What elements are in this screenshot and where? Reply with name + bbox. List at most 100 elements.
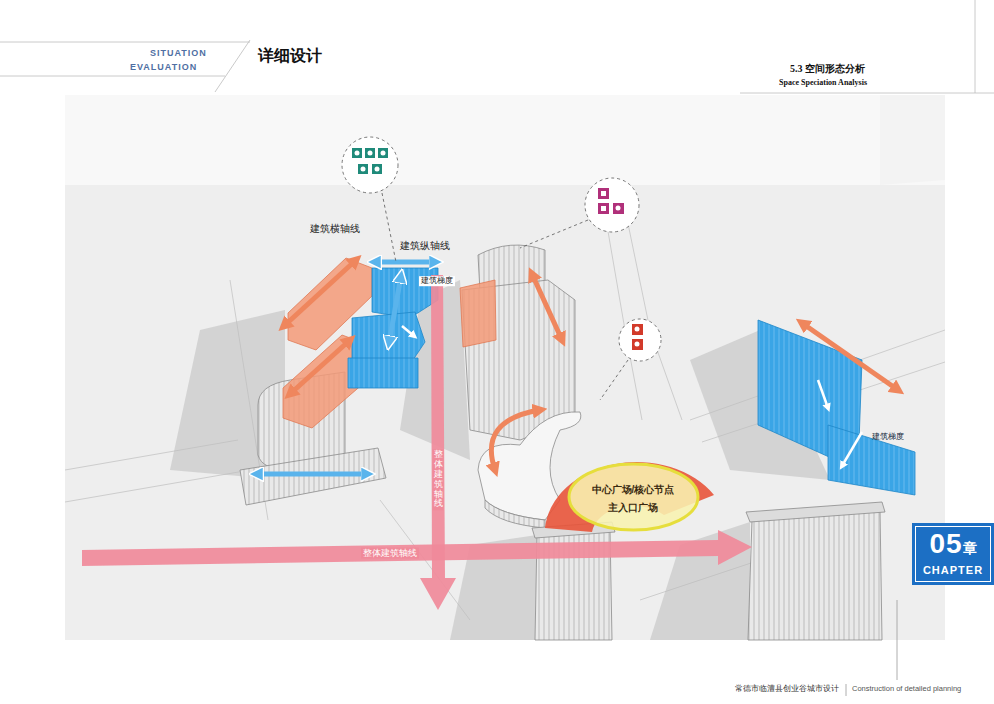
function-icon-callout <box>616 206 621 211</box>
footer-text: 常德市临澧县创业谷城市设计 <box>735 684 839 694</box>
section-heading: 5.3 空间形态分析 <box>790 63 865 75</box>
grey-building <box>240 448 386 505</box>
function-icon-callout <box>632 324 643 350</box>
function-icon-callout <box>600 360 628 400</box>
node-text: 章 <box>963 540 977 556</box>
section-tag: EVALUATION <box>130 62 197 73</box>
function-icon-callout <box>598 203 609 214</box>
function-icon-callout <box>635 342 640 347</box>
function-icon-callout <box>598 188 609 199</box>
blue-axis-arrow <box>256 472 368 477</box>
gradient-label: 建筑梯度 <box>872 432 904 442</box>
function-icon-callout <box>619 319 661 361</box>
function-icon-callout <box>601 206 606 211</box>
axis-label: 整体建筑轴线 <box>433 449 444 510</box>
gradient-arrow <box>402 326 414 336</box>
orange-axis-arrow <box>284 260 898 470</box>
node-row: 05章 <box>918 528 988 560</box>
blue-block <box>828 425 915 495</box>
function-icon-callout <box>372 164 382 174</box>
site-ground <box>880 95 945 185</box>
header-rule <box>0 76 225 77</box>
function-icon-callout <box>352 148 362 158</box>
axis-label: 建筑纵轴线 <box>400 240 450 252</box>
function-icon-callout <box>342 137 661 400</box>
gradient-arrow <box>402 326 862 466</box>
plaza-fan <box>545 462 714 532</box>
function-icon-callout <box>355 151 360 156</box>
function-icon-callout <box>358 164 368 174</box>
function-icon-callout <box>355 151 640 347</box>
node-content: 05章 CHAPTER <box>912 523 994 584</box>
axis-label: 整体建筑轴线 <box>361 548 419 559</box>
function-icon-callout <box>368 151 373 156</box>
gradient-arrow <box>842 432 862 466</box>
header-rule <box>0 42 250 43</box>
orange-axis-arrow <box>491 410 540 470</box>
footer-text: Construction of detailed planning <box>852 684 961 693</box>
pink-axis-arrow <box>82 275 752 610</box>
ellipse-outline <box>569 464 698 530</box>
function-icon-callout <box>361 167 366 172</box>
site-ground <box>65 95 945 185</box>
grey-building <box>485 500 545 528</box>
function-icon-callout <box>382 193 396 262</box>
grey-building <box>240 245 581 528</box>
node-text: CHAPTER <box>923 564 983 577</box>
function-icon-callout <box>601 191 606 196</box>
ellipse-outline <box>567 462 700 532</box>
node-content: 中心广场/核心节点主入口广场 <box>592 479 675 515</box>
axis-label: 建筑横轴线 <box>310 223 360 235</box>
tower <box>748 510 882 640</box>
section-tag: SITUATION <box>150 48 207 59</box>
node-text: 中心广场/核心节点 <box>592 484 675 496</box>
blue-axis-arrow <box>256 262 436 474</box>
orange-block <box>283 258 496 428</box>
page-title: 详细设计 <box>258 46 322 65</box>
blue-block <box>348 358 418 388</box>
chapter-badge: 05章 CHAPTER <box>912 523 994 585</box>
building-shadow <box>170 280 830 640</box>
header-rule <box>975 0 976 93</box>
header-rule <box>0 0 994 93</box>
gradient-label: 建筑梯度 <box>419 276 455 286</box>
blue-axis-arrow <box>374 260 436 265</box>
orange-axis-arrow <box>284 260 356 326</box>
plaza-ellipse: 中心广场/核心节点主入口广场 <box>567 462 700 532</box>
node-row: CHAPTER <box>918 560 988 578</box>
function-icon-callout <box>381 151 386 156</box>
function-icon-callout <box>352 148 388 174</box>
site-ground <box>65 95 945 640</box>
tower <box>746 502 885 522</box>
footer-rule <box>846 684 847 696</box>
node-text: 05 <box>929 528 962 560</box>
header-rule <box>215 40 250 92</box>
node-text: 主入口广场 <box>608 502 658 514</box>
function-icon-callout <box>520 220 588 248</box>
orange-axis-arrow <box>290 340 350 394</box>
function-icon-callout <box>585 178 639 232</box>
gradient-arrow <box>818 380 828 408</box>
node-row: 主入口广场 <box>592 497 675 515</box>
section-subheading: Space Speciation Analysis <box>779 78 867 88</box>
orange-block <box>460 280 496 347</box>
function-icon-callout <box>342 137 398 193</box>
function-icon-callout <box>632 324 643 335</box>
function-icon-callout <box>365 148 375 158</box>
function-icon-callout <box>635 327 640 332</box>
function-icon-callout <box>598 188 624 214</box>
footer-rule <box>846 600 897 696</box>
road-line <box>65 470 250 502</box>
function-icon-callout <box>378 148 388 158</box>
pink-axis-arrow <box>82 530 752 566</box>
pink-axis-arrow <box>420 275 456 610</box>
node-row: 中心广场/核心节点 <box>592 479 675 497</box>
footer-rule <box>897 600 898 680</box>
function-icon-callout <box>375 167 380 172</box>
orange-axis-arrow <box>532 274 562 340</box>
function-icon-callout <box>632 339 643 350</box>
header-rule <box>740 93 994 94</box>
